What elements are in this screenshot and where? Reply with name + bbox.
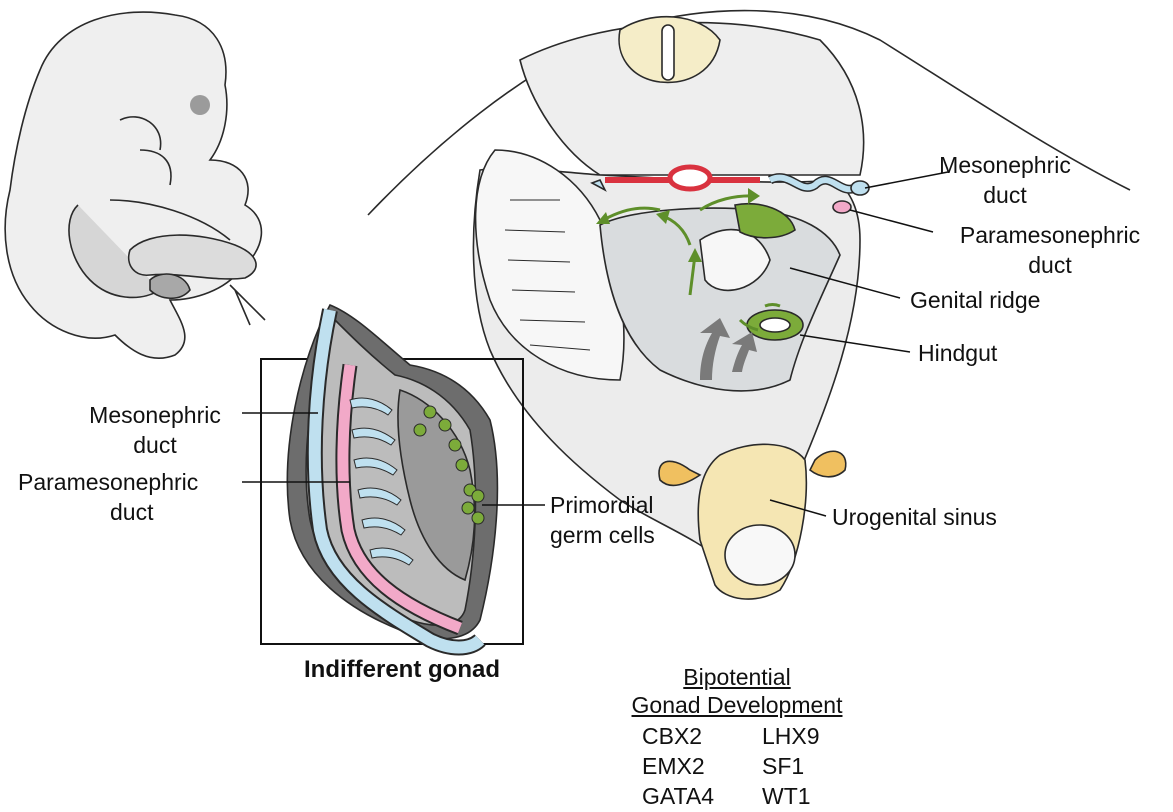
gene-wt1: WT1 [762,782,811,810]
gene-cbx2: CBX2 [642,722,702,750]
label-urogenital-sinus: Urogenital sinus [832,502,997,532]
label-primordial-germ-cells: Primordial germ cells [550,490,655,550]
label-mesonephric-duct-right: Mesonephric duct [930,150,1080,210]
paramesonephric-duct-right [833,201,851,213]
gene-gata4: GATA4 [642,782,714,810]
gene-emx2: EMX2 [642,752,705,780]
label-mesonephric-duct-left: Mesonephric duct [70,400,240,460]
gene-table-title-1: Bipotential [612,662,862,692]
gene-sf1: SF1 [762,752,804,780]
label-paramesonephric-duct-right: Paramesonephric duct [935,220,1165,280]
gene-lhx9: LHX9 [762,722,820,750]
indifferent-gonad-illustration [287,305,497,648]
label-genital-ridge: Genital ridge [910,285,1040,315]
inset-caption: Indifferent gonad [262,655,542,685]
embryo-illustration [5,12,265,358]
eye-icon [190,95,210,115]
gene-table-title-2: Gonad Development [612,690,862,720]
label-paramesonephric-duct-left: Paramesonephric duct [18,467,198,527]
label-hindgut: Hindgut [918,338,997,368]
